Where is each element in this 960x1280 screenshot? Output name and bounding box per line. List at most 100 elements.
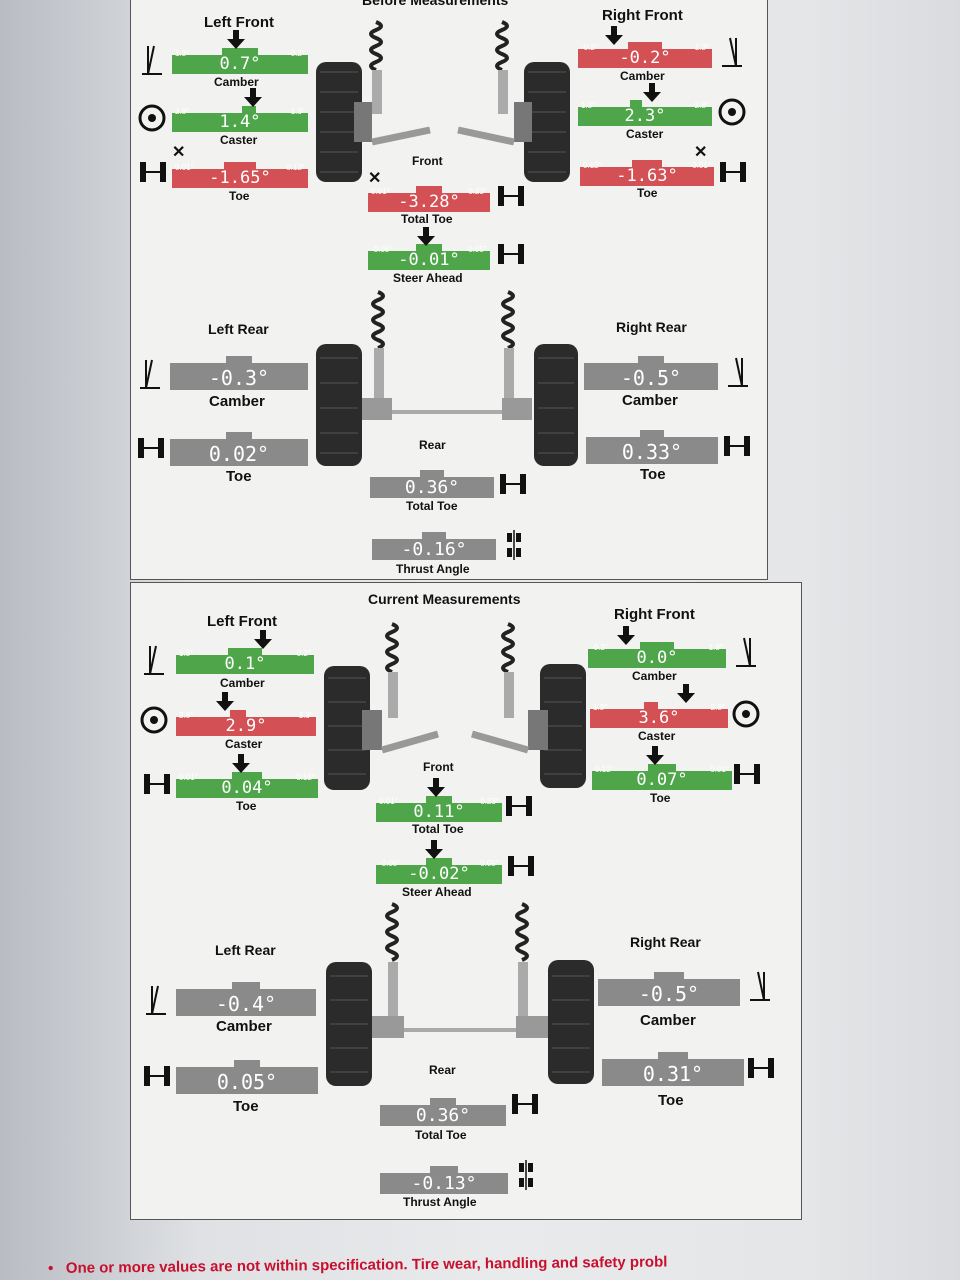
before-rf-caster-caption: Caster <box>626 127 664 141</box>
toe-icon <box>144 774 170 794</box>
before-rear-label: Rear <box>419 438 446 452</box>
before-steer-ahead-gauge: -0.05°0.05° -0.01° <box>368 244 490 270</box>
camber-icon <box>736 637 756 667</box>
current-steer-ahead-caption: Steer Ahead <box>402 885 472 899</box>
current-rear-total-toe-gauge: 0.36° <box>380 1098 506 1126</box>
before-front-label: Front <box>412 154 443 168</box>
current-rf-toe-gauge: 0.12°0.01° 0.07° <box>592 764 732 790</box>
before-lr-camber-caption: Camber <box>209 393 265 410</box>
thrust-angle-icon <box>507 530 521 560</box>
current-right-rear-label: Right Rear <box>630 934 701 950</box>
toe-icon <box>720 162 746 182</box>
before-rr-camber-caption: Camber <box>622 392 678 409</box>
current-lf-camber-gauge: 1.3°-0.2° 0.1° <box>176 648 314 674</box>
out-of-spec-x-icon: ✕ <box>172 144 186 161</box>
current-lf-toe-gauge: 0.01°0.12° 0.04° <box>176 772 318 798</box>
spec-warning-text: • One or more values are not within spec… <box>48 1254 667 1277</box>
current-thrust-angle-caption: Thrust Angle <box>403 1195 477 1209</box>
current-lr-camber-caption: Camber <box>216 1018 272 1035</box>
caster-icon <box>732 700 760 728</box>
current-rr-toe-gauge: 0.31° <box>602 1052 744 1086</box>
front-suspension-illustration <box>324 622 586 790</box>
current-left-front-label: Left Front <box>207 613 277 630</box>
before-lf-caster-gauge: 2.8°1.3° 1.4° <box>172 106 308 132</box>
before-lr-toe-gauge: 0.02° <box>170 432 308 466</box>
before-lf-toe-gauge: 0.01°0.12° -1.65° <box>172 162 308 188</box>
before-rr-toe-gauge: 0.33° <box>586 430 718 464</box>
before-lr-camber-gauge: -0.3° <box>170 356 308 390</box>
total-toe-icon <box>498 186 524 206</box>
before-rr-camber-gauge: -0.5° <box>584 356 718 390</box>
toe-icon <box>748 1058 774 1078</box>
before-lf-camber-caption: Camber <box>214 75 259 89</box>
front-suspension-illustration <box>316 20 570 182</box>
steer-ahead-icon <box>508 856 534 876</box>
out-of-spec-x-icon: ✕ <box>368 170 382 187</box>
before-lr-toe-caption: Toe <box>226 468 252 485</box>
current-lf-caster-caption: Caster <box>225 737 263 751</box>
before-thrust-angle-caption: Thrust Angle <box>396 562 470 576</box>
before-left-rear-label: Left Rear <box>208 321 269 337</box>
current-rear-label: Rear <box>429 1063 456 1077</box>
current-lr-camber-gauge: -0.4° <box>176 982 316 1016</box>
before-lf-camber-gauge: 1.3°-0.2° 0.7° <box>172 48 308 74</box>
before-lf-toe-caption: Toe <box>229 189 250 203</box>
caster-icon <box>138 104 166 132</box>
current-rr-camber-caption: Camber <box>640 1012 696 1029</box>
camber-icon <box>728 357 748 387</box>
before-rr-toe-caption: Toe <box>640 466 666 483</box>
before-rf-toe-gauge: 0.12°0.01° -1.63° <box>580 160 714 186</box>
warning-message: One or more values are not within specif… <box>65 1253 668 1277</box>
before-rear-total-toe-caption: Total Toe <box>406 499 458 513</box>
toe-icon <box>140 162 166 182</box>
total-toe-icon <box>512 1094 538 1114</box>
toe-icon <box>144 1066 170 1086</box>
before-rf-camber-caption: Camber <box>620 69 665 83</box>
rear-suspension-illustration <box>316 290 578 466</box>
current-rr-toe-caption: Toe <box>658 1092 684 1109</box>
before-right-rear-label: Right Rear <box>616 319 687 335</box>
current-total-toe-caption: Total Toe <box>412 822 464 836</box>
caster-icon <box>140 706 168 734</box>
camber-icon <box>722 37 742 67</box>
out-of-spec-x-icon: ✕ <box>694 144 708 161</box>
before-rf-toe-caption: Toe <box>637 186 658 200</box>
current-rf-camber-caption: Camber <box>632 669 677 683</box>
current-title: Current Measurements <box>368 591 521 607</box>
current-lf-caster-gauge: 2.8°1.3° 2.9° <box>176 710 316 736</box>
current-lr-toe-caption: Toe <box>233 1098 259 1115</box>
current-front-label: Front <box>423 760 454 774</box>
toe-icon <box>734 764 760 784</box>
camber-icon <box>142 45 162 75</box>
current-lf-toe-caption: Toe <box>236 799 257 813</box>
current-rear-total-toe-caption: Total Toe <box>415 1128 467 1142</box>
current-thrust-angle-gauge: -0.13° <box>380 1166 508 1194</box>
total-toe-icon <box>506 796 532 816</box>
before-steer-ahead-caption: Steer Ahead <box>393 271 463 285</box>
camber-icon <box>750 971 770 1001</box>
camber-icon <box>144 645 164 675</box>
current-rr-camber-gauge: -0.5° <box>598 972 740 1006</box>
toe-icon <box>138 438 164 458</box>
thrust-angle-icon <box>519 1160 533 1190</box>
current-rf-toe-caption: Toe <box>650 791 671 805</box>
current-right-front-label: Right Front <box>614 606 695 623</box>
before-total-toe-caption: Total Toe <box>401 212 453 226</box>
before-right-front-label: Right Front <box>602 7 683 24</box>
before-total-toe-gauge: 0.01°0.23° -3.28° <box>368 186 490 212</box>
current-steer-ahead-gauge: -0.05°0.05° -0.02° <box>376 858 502 884</box>
before-thrust-angle-gauge: -0.16° <box>372 532 496 560</box>
toe-icon <box>724 436 750 456</box>
before-left-front-label: Left Front <box>204 14 274 31</box>
rear-suspension-illustration <box>326 902 594 1086</box>
camber-icon <box>146 985 166 1015</box>
current-rf-caster-gauge: 1.3°2.8° 3.6° <box>590 702 728 728</box>
before-lf-caster-caption: Caster <box>220 133 258 147</box>
warning-bullet: • <box>48 1259 54 1277</box>
steer-ahead-icon <box>498 244 524 264</box>
total-toe-icon <box>500 474 526 494</box>
current-rf-camber-gauge: -0.2°1.3° 0.0° <box>588 642 726 668</box>
current-total-toe-gauge: 0.01°0.23° 0.11° <box>376 796 502 822</box>
current-lf-camber-caption: Camber <box>220 676 265 690</box>
camber-icon <box>140 359 160 389</box>
